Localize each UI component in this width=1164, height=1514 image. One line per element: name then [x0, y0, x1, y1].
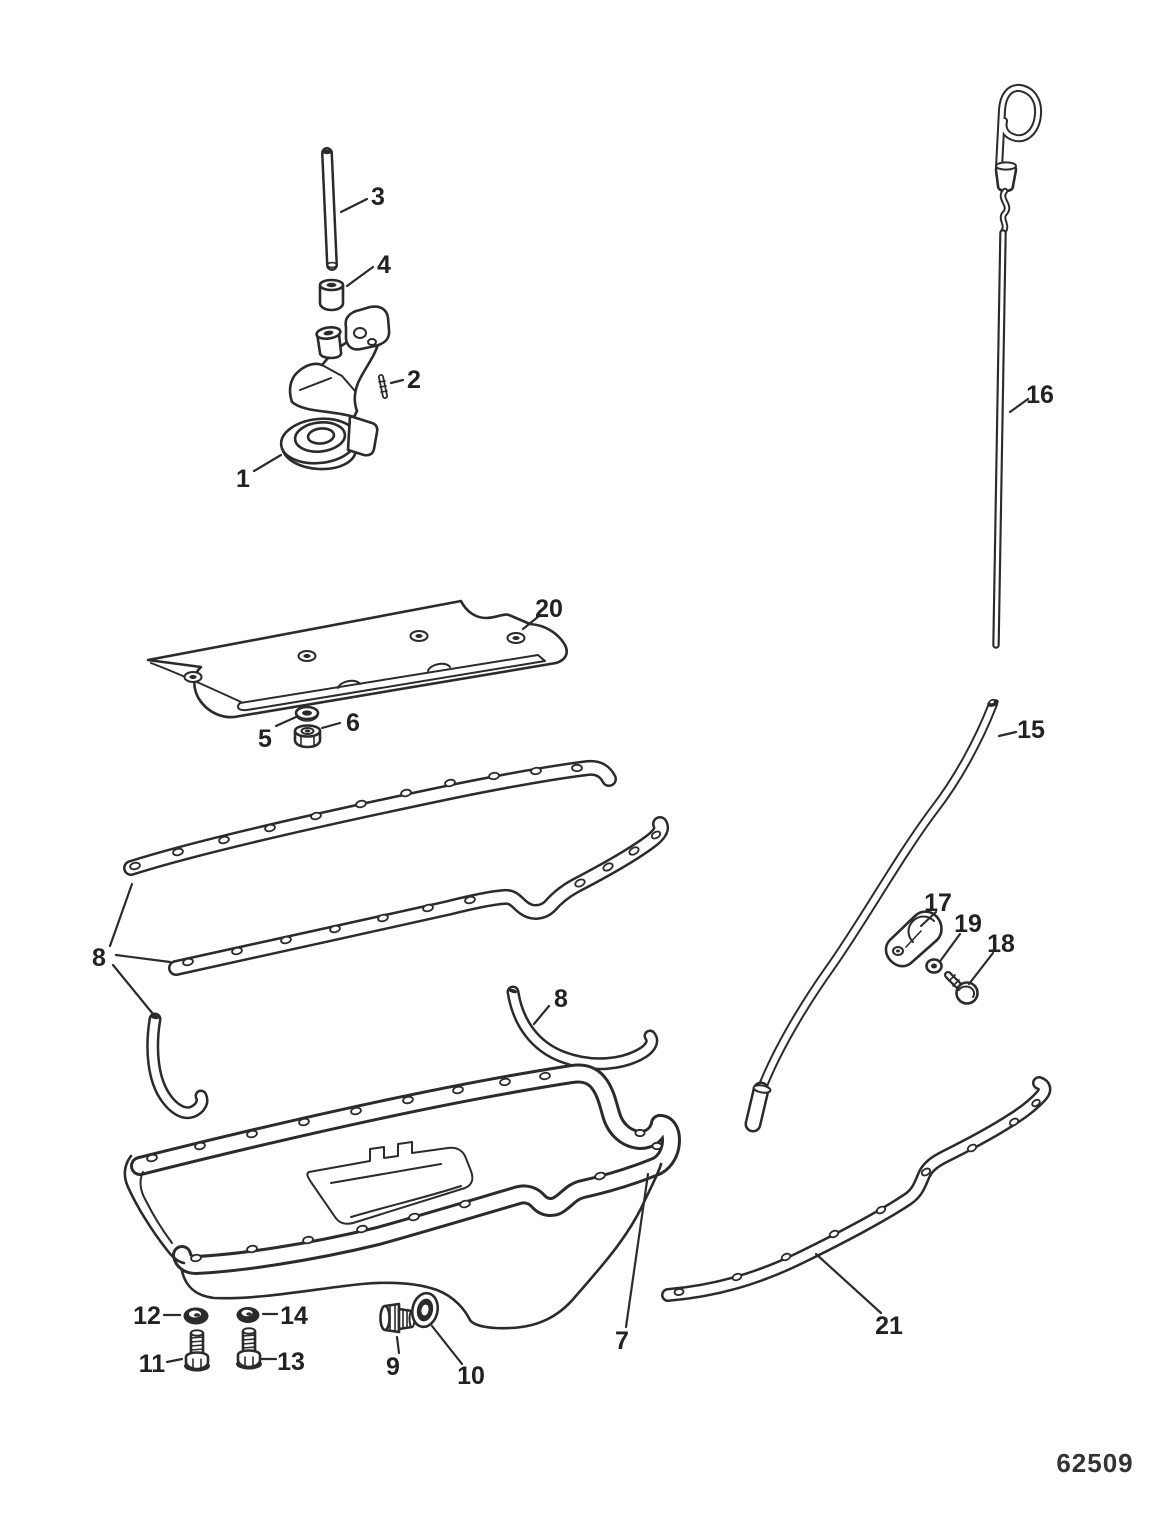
side-gasket-right: [661, 1076, 1052, 1302]
oil-pan: [123, 1063, 681, 1330]
dipstick: [992, 83, 1043, 649]
callout-20: 20: [521, 595, 563, 631]
callout-8-right: 8: [532, 985, 568, 1026]
pan-interior-tray: [306, 1141, 474, 1225]
gasket-holes: [673, 1098, 1041, 1296]
end-seal-left: [146, 1012, 209, 1120]
side-gasket-upper: [123, 759, 617, 876]
oil-pump: [279, 305, 391, 471]
callout-label: 12: [133, 1302, 161, 1330]
coupling-body: [318, 285, 345, 312]
drain-plug: [379, 1302, 416, 1334]
callout-4: 4: [345, 251, 391, 288]
ridge-bump: [337, 662, 451, 689]
callout-21: 21: [814, 1252, 903, 1340]
bolt-11: [184, 1329, 210, 1372]
callout-12: 12: [133, 1302, 182, 1330]
callout-label: 17: [924, 889, 952, 917]
callout-label: 13: [277, 1348, 305, 1376]
callout-label: 1: [236, 465, 250, 493]
callout-label: 5: [258, 725, 272, 753]
callout-7: 7: [615, 1172, 650, 1355]
baffle-washer: [294, 705, 320, 722]
callout-label: 4: [377, 251, 391, 279]
callout-label: 21: [875, 1312, 903, 1340]
callout-label: 20: [535, 595, 563, 623]
callout-17: 17: [919, 889, 952, 928]
flange-hole: [353, 327, 367, 339]
callout-1: 1: [236, 453, 283, 493]
callout-3: 3: [339, 183, 385, 214]
gasket-holes: [129, 763, 583, 871]
pickup-tube: [321, 147, 338, 271]
callout-9: 9: [386, 1335, 401, 1381]
callout-label: 16: [1026, 381, 1054, 409]
callout-18: 18: [967, 930, 1015, 986]
baffle-fold: [150, 662, 242, 703]
boss-bore: [323, 330, 334, 336]
baffle-ridge: [237, 654, 546, 712]
callout-6: 6: [320, 709, 360, 737]
coupling: [318, 278, 345, 312]
pump-flange: [344, 305, 391, 351]
callout-11: 11: [139, 1350, 184, 1378]
callout-19: 19: [939, 910, 982, 962]
callout-2: 2: [389, 366, 421, 394]
callout-8-left: 8: [92, 882, 172, 1016]
pan-rim-holes: [146, 1071, 663, 1263]
baffle-plate: [146, 599, 568, 719]
callout-label: 14: [280, 1302, 308, 1330]
callout-13: 13: [260, 1348, 305, 1376]
drive-pin: [378, 374, 388, 399]
callout-10: 10: [430, 1324, 485, 1390]
pump-outlet: [346, 414, 379, 457]
flange-hole: [367, 338, 377, 346]
callout-5: 5: [258, 715, 298, 753]
callout-label: 15: [1017, 716, 1045, 744]
tube-clamp: [884, 910, 943, 968]
lock-washer-14: [236, 1307, 260, 1323]
tube-opening: [987, 699, 999, 707]
coupling-bore: [326, 282, 337, 288]
callout-label: 3: [371, 183, 385, 211]
callout-label: 10: [457, 1362, 485, 1390]
callout-label: 11: [139, 1350, 166, 1378]
callout-label: 8: [554, 985, 568, 1013]
callout-label: 9: [386, 1353, 400, 1381]
drawing-number: 62509: [1056, 1448, 1133, 1478]
callout-15: 15: [997, 716, 1045, 744]
leader-line: [252, 453, 283, 473]
callout-label: 19: [954, 910, 982, 938]
baffle-nut: [293, 724, 322, 749]
gasket-holes: [182, 830, 662, 967]
callout-label: 8: [92, 944, 106, 972]
clamp-screw: [944, 971, 979, 1005]
end-seal-right: [506, 985, 659, 1071]
callouts: 1 2 3 4 5 6 7 8: [92, 183, 1054, 1390]
baffle-outline: [146, 599, 568, 719]
drain-washer: [410, 1291, 440, 1329]
dipstick-tube: [744, 699, 999, 1133]
bolt-13: [236, 1327, 262, 1370]
clamp-washer: [925, 958, 943, 974]
callout-label: 7: [615, 1327, 629, 1355]
callout-label: 6: [346, 709, 360, 737]
pan-left-end: [123, 1154, 186, 1265]
callout-16: 16: [1008, 381, 1054, 414]
side-gasket-lower: [168, 816, 669, 976]
tube-opening: [322, 149, 332, 155]
pan-body: [180, 1162, 663, 1330]
callout-label: 2: [407, 366, 421, 394]
baffle-grommets: [183, 630, 526, 683]
callout-label: 18: [987, 930, 1015, 958]
lock-washer-12: [183, 1307, 209, 1325]
callout-14: 14: [261, 1302, 308, 1330]
